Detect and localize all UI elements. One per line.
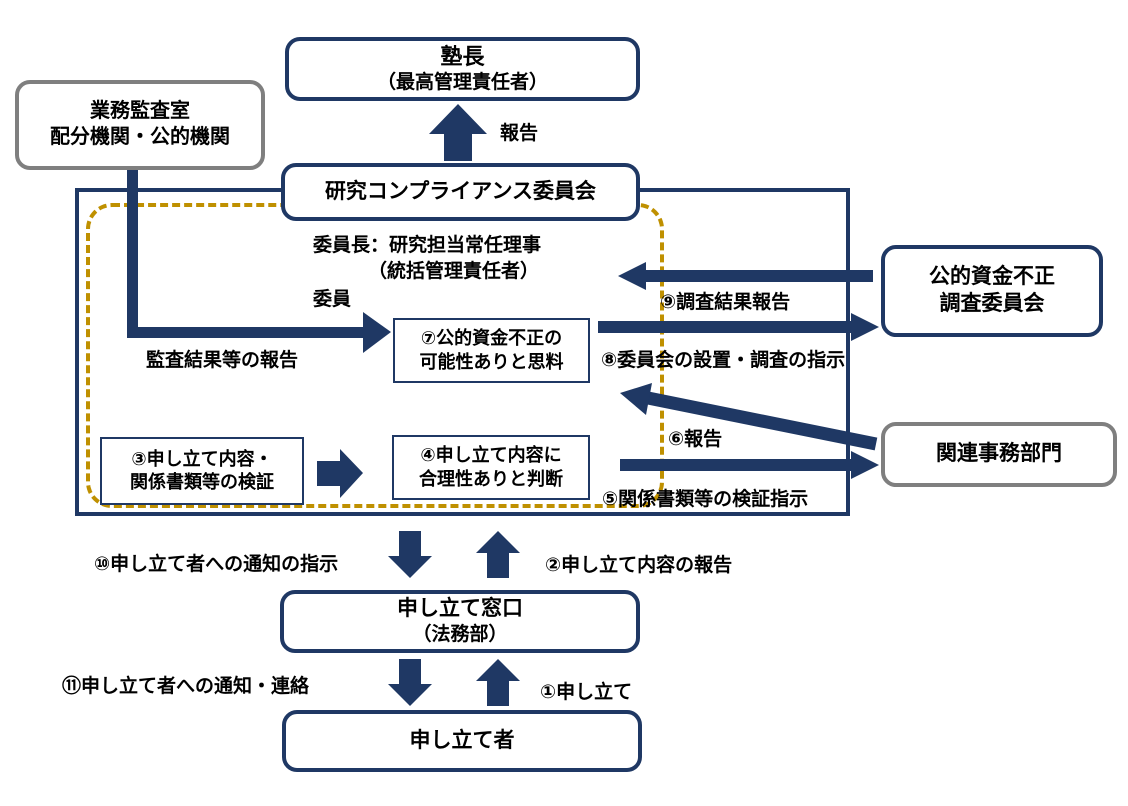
step3-line1: ③申し立て内容・: [131, 448, 273, 469]
step7-box: ⑦公的資金不正の 可能性ありと思料: [393, 318, 590, 383]
claim-desk-line1: 申し立て窓口: [397, 596, 523, 620]
step7-line1: ⑦公的資金不正の: [420, 328, 563, 349]
step5-arrowhead-icon: [851, 451, 879, 479]
related-departments-box: 関連事務部門: [881, 422, 1117, 487]
audit-office-line2: 配分機関・公的機関: [50, 126, 230, 148]
related-departments-label: 関連事務部門: [936, 442, 1062, 466]
step4-line1: ④申し立て内容に: [420, 445, 562, 466]
president-line1: 塾長: [440, 43, 485, 69]
step8-arrowhead-icon: [851, 313, 879, 341]
step5-label: ⑤関係書類等の検証指示: [602, 489, 809, 510]
step1-label: ①申し立て: [540, 682, 633, 703]
step6-label: ⑥報告: [668, 429, 723, 450]
step8-arrow-shaft: [598, 321, 851, 333]
president-line2: （最高管理責任者）: [376, 71, 548, 93]
up-block-arrow-report-icon: [429, 104, 487, 161]
step4-line2: 合理性ありと判断: [419, 468, 563, 489]
audit-office-box: 業務監査室 配分機関・公的機関: [15, 80, 265, 170]
claimant-box: 申し立て者: [282, 710, 642, 772]
president-box: 塾長 （最高管理責任者）: [285, 37, 640, 101]
chair-info-line3: 委員: [313, 289, 352, 310]
step7-line2: 可能性ありと思料: [419, 351, 564, 372]
step10-down-arrow-icon: [388, 531, 432, 578]
step11-down-arrow-icon: [388, 659, 432, 706]
audit-line-horizontal: [127, 327, 363, 338]
audit-line-vertical: [127, 168, 138, 338]
audit-report-label: 監査結果等の報告: [146, 350, 299, 371]
claim-desk-box: 申し立て窓口 （法務部）: [280, 590, 640, 653]
step8-label: ⑧委員会の設置・調査の指示: [601, 350, 846, 371]
step9-arrow-shaft: [645, 270, 873, 282]
chair-info-line1: 委員長：研究担当常任理事: [313, 235, 542, 256]
step6-arrowhead-icon: [620, 383, 652, 415]
step3-box: ③申し立て内容・ 関係書類等の検証: [100, 437, 304, 505]
step9-label: ⑨調査結果報告: [660, 292, 791, 313]
compliance-committee-box: 研究コンプライアンス委員会: [281, 163, 640, 221]
step2-label: ②申し立て内容の報告: [545, 555, 733, 576]
audit-arrowhead-icon: [363, 312, 391, 353]
claimant-label: 申し立て者: [409, 728, 515, 752]
step10-label: ⑩申し立て者への通知の指示: [94, 554, 339, 575]
step2-up-arrow-icon: [476, 531, 520, 578]
compliance-committee-label: 研究コンプライアンス委員会: [324, 179, 597, 203]
step1-up-arrow-icon: [476, 659, 520, 706]
chair-info-line2: （統括管理責任者）: [368, 261, 540, 282]
step3-line2: 関係書類等の検証: [130, 472, 274, 492]
report-to-president-label: 報告: [500, 123, 539, 144]
audit-office-line1: 業務監査室: [90, 100, 190, 123]
fraud-committee-line1: 公的資金不正: [929, 265, 1055, 289]
step9-arrowhead-icon: [618, 262, 646, 290]
fraud-investigation-committee-box: 公的資金不正 調査委員会: [881, 245, 1103, 337]
claim-desk-line2: （法務部）: [412, 623, 508, 645]
step5-arrow-shaft: [620, 459, 851, 471]
step3-to-step4-block-arrow-icon: [317, 449, 363, 498]
fraud-committee-line2: 調査委員会: [939, 292, 1045, 315]
step6-arrow-shaft: [646, 391, 878, 451]
step4-box: ④申し立て内容に 合理性ありと判断: [392, 435, 590, 500]
step11-label: ⑪申し立て者への通知・連絡: [62, 676, 310, 697]
